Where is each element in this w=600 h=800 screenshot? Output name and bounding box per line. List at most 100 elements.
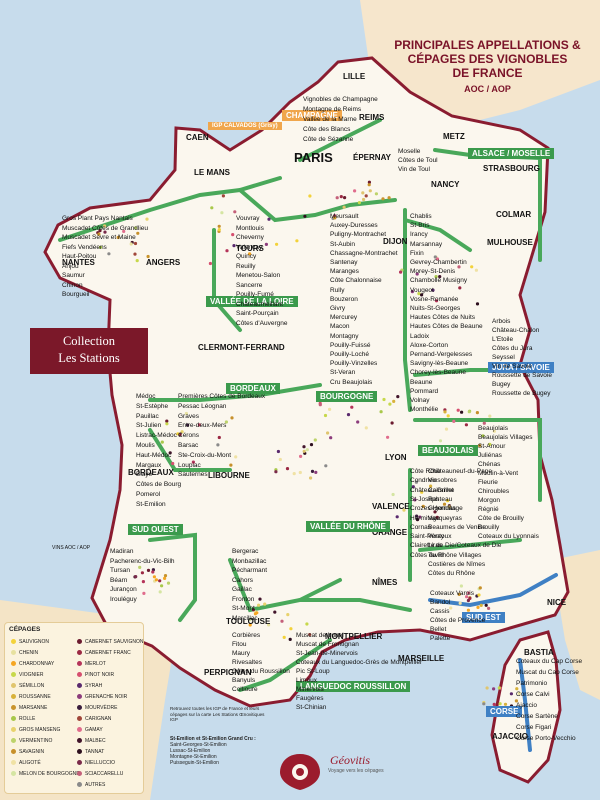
appellation-bordeaux: Ste-Croix-du-Mont <box>178 451 232 459</box>
grape-dot <box>267 217 271 221</box>
grape-dot <box>220 211 224 215</box>
grape-dot <box>180 430 184 434</box>
legend-swatch <box>77 738 82 743</box>
city-caen: CAEN <box>186 133 209 142</box>
appellation-sudouest: St-Mont <box>232 605 255 612</box>
legend-label: ALIGOTÉ <box>19 759 41 766</box>
grape-dot <box>258 597 262 601</box>
legend-swatch <box>77 694 82 699</box>
grape-dot <box>152 575 156 579</box>
grape-dot <box>339 195 343 199</box>
grape-dot <box>477 593 481 597</box>
appellation-beaujolais: Côte de Brouilly <box>478 515 524 522</box>
grape-dot <box>487 606 491 611</box>
city-strasbourg: STRASBOURG <box>483 164 540 173</box>
appellation-corse: Corse Porto-Vecchio <box>516 735 576 742</box>
appellation-bordeaux: Premières Côtes de Bordeaux <box>178 393 266 400</box>
grape-dot <box>248 617 252 622</box>
appellation-loire: Châteaumeillant <box>236 300 283 308</box>
grape-dot <box>482 702 486 706</box>
grape-dot <box>388 402 392 406</box>
appellation-corse: Patrimonio <box>516 680 548 687</box>
grape-dot <box>420 293 424 297</box>
grape-dot <box>97 232 101 236</box>
appellation-languedoc: Pic St-Loup <box>296 668 330 675</box>
appellation-rhone: Châteauneuf-du-Pape <box>428 468 492 475</box>
legend-swatch <box>77 771 82 776</box>
appellation-bordeaux: Médoc <box>136 393 156 400</box>
grape-dot <box>447 505 451 509</box>
grape-dot <box>309 476 313 480</box>
legend-label: MERLOT <box>85 660 106 667</box>
appellation-loire: Pouilly-Fumé <box>236 291 274 298</box>
legend-label: VIOGNIER <box>19 671 44 678</box>
grand-cru-item-4: Puisseguin-St-Emilion <box>170 760 219 766</box>
appellation-sudouest: Bergerac <box>232 548 259 555</box>
appellation-bourgogne: Vougeot <box>410 286 434 294</box>
grape-dot <box>292 472 296 476</box>
legend-swatch <box>11 716 16 721</box>
grape-dot <box>392 399 396 403</box>
appellation-jura: Roussette de Bugey <box>492 390 551 397</box>
legend-swatch <box>77 749 82 754</box>
appellation-bourgogne: Côte Chalonnaise <box>330 277 382 285</box>
appellation-alsace: Côtes de Toul <box>398 157 438 164</box>
appellation-bourgogne: Pouilly-Fuissé <box>330 341 371 349</box>
grape-dot <box>275 242 279 246</box>
city-dijon: DIJON <box>383 237 408 246</box>
appellation-languedoc: Banyuls <box>232 677 256 684</box>
appellation-jura: Vin de Savoie <box>492 363 532 370</box>
grape-dot <box>460 410 464 414</box>
grape-dot <box>364 426 368 430</box>
grape-dot <box>136 231 140 235</box>
appellation-jura: Roussette de Savoie <box>492 372 552 379</box>
grape-dot <box>357 201 361 205</box>
grape-dot <box>251 608 255 612</box>
grape-dot <box>221 194 225 198</box>
title-line-1: PRINCIPALES APPELLATIONS & <box>394 38 581 52</box>
appellation-bordeaux: Loupiac <box>178 461 201 469</box>
line-loire-west <box>58 176 282 242</box>
grape-dot <box>231 233 235 237</box>
grape-dot <box>484 603 488 607</box>
grape-dot <box>438 275 442 279</box>
grape-dot <box>467 410 471 414</box>
appellation-bordeaux: Haut-Médoc <box>136 451 172 459</box>
grape-dot <box>335 196 339 200</box>
appellation-beaujolais: Brouilly <box>478 524 500 531</box>
appellation-beaujolais: Chiroubles <box>478 488 510 495</box>
appellation-loire: Muscadet Côtes de Grandlieu <box>62 224 148 232</box>
legend-label: AUTRES <box>85 781 106 788</box>
legend-label: ROUSSANNE <box>19 693 51 700</box>
legend-swatch <box>77 782 82 787</box>
grape-dot <box>141 580 145 584</box>
appellation-bordeaux: St-Emilion <box>136 500 166 508</box>
grape-dot <box>382 397 386 402</box>
igp-footnote: Retrouvez toutes les IGP de France et le… <box>170 706 265 722</box>
legend-label: NIELLUCCIO <box>85 759 116 766</box>
city-lille: LILLE <box>343 72 366 81</box>
appellation-bourgogne: Pouilly-Vinzelles <box>330 360 378 368</box>
grape-dot <box>257 603 261 607</box>
geovitis-logo-icon <box>280 754 320 790</box>
line-bourgogne-branch <box>403 218 472 252</box>
grape-dot <box>158 579 162 583</box>
city-libourne: LIBOURNE <box>208 471 250 480</box>
grape-dot <box>165 422 169 426</box>
appellation-sudouest: Monbazillac <box>232 557 267 565</box>
grape-dot <box>298 470 302 475</box>
grape-dot <box>474 268 478 272</box>
grape-dot <box>457 592 461 597</box>
grape-dot <box>515 687 519 691</box>
grape-dot <box>368 189 372 193</box>
city-le-mans: LE MANS <box>194 168 230 177</box>
grape-dot <box>514 699 519 703</box>
grape-dot <box>326 431 330 435</box>
grape-dot <box>276 449 280 454</box>
grape-dot <box>479 603 483 608</box>
collection-line-1: Collection <box>62 334 116 348</box>
city-nancy: NANCY <box>431 180 460 189</box>
appellation-rhone: Condrieu <box>410 477 437 485</box>
appellation-languedoc: Minervois <box>296 686 324 693</box>
city-lyon: LYON <box>385 453 407 462</box>
